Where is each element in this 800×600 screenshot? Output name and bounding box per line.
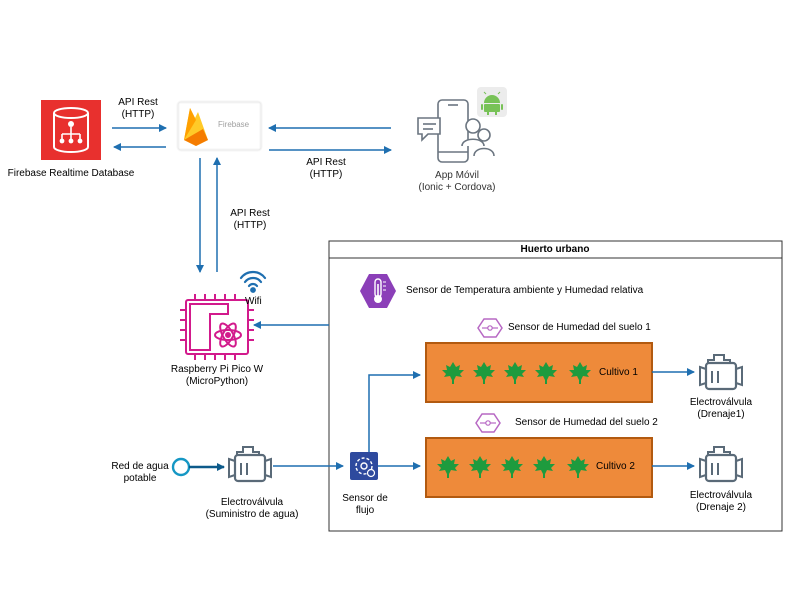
cultivo-2-label: Cultivo 2 — [596, 461, 635, 472]
valve-icon — [698, 445, 744, 483]
edge-label-line: (HTTP) — [309, 169, 343, 180]
edge-flow-cultivos — [368, 371, 421, 470]
edge-firebase-app — [268, 124, 392, 154]
app-label: App Móvil (Ionic + Cordova) — [407, 170, 507, 194]
red-agua-label-line: Red de agua — [111, 461, 169, 472]
valve-drain1-label-line: (Drenaje1) — [697, 409, 745, 420]
valve-supply-label-line: (Suministro de agua) — [205, 509, 299, 520]
app-label-line: App Móvil — [435, 170, 479, 181]
valve-icon — [227, 445, 273, 483]
soil-sensor-1-label: Sensor de Humedad del suelo 1 — [508, 322, 651, 333]
temp-sensor-label: Sensor de Temperatura ambiente y Humedad… — [406, 285, 644, 296]
edge-label-app: API Rest (HTTP) — [296, 157, 356, 181]
firebase-node — [176, 100, 263, 152]
android-icon — [477, 87, 507, 117]
valve-supply-label: Electroválvula (Suministro de agua) — [200, 497, 304, 521]
edge-label-line: (HTTP) — [121, 109, 155, 120]
huerto-container — [328, 240, 783, 532]
pico-label-line: Raspberry Pi Pico W — [170, 364, 264, 375]
mobile-app-icon — [417, 99, 495, 163]
edge-label-db: API Rest (HTTP) — [108, 97, 168, 121]
valve-drain1-label: Electroválvula (Drenaje1) — [678, 397, 764, 421]
app-label-line: (Ionic + Cordova) — [418, 182, 496, 193]
firebase-label: Firebase — [218, 120, 250, 129]
cultivo-1-label: Cultivo 1 — [599, 367, 638, 378]
flow-sensor-label: Sensor de flujo — [332, 493, 398, 517]
soil-sensor-2-label: Sensor de Humedad del suelo 2 — [515, 417, 658, 428]
valve-icon — [698, 353, 744, 391]
edge-label-pico: API Rest (HTTP) — [220, 208, 280, 232]
flow-sensor-label-line: flujo — [355, 505, 375, 516]
firebase-flame-icon — [184, 108, 208, 146]
database-icon — [41, 100, 101, 160]
wifi-label: Wifi — [245, 296, 262, 307]
edge-label-line: (HTTP) — [233, 220, 267, 231]
red-agua-label: Red de agua potable — [100, 461, 180, 485]
soil-sensor-icon — [477, 318, 503, 338]
red-agua-label-line: potable — [123, 473, 157, 484]
edge-label-line: API Rest — [118, 97, 158, 108]
microcontroller-icon — [180, 294, 254, 360]
valve-drain2-label: Electroválvula (Drenaje 2) — [678, 490, 764, 514]
realtime-db-label: Firebase Realtime Database — [7, 168, 135, 179]
flow-sensor-label-line: Sensor de — [342, 493, 388, 504]
edge-firebase-pico — [196, 157, 221, 273]
thermometer-icon — [360, 274, 396, 308]
valve-drain2-label-line: (Drenaje 2) — [695, 502, 747, 513]
soil-sensor-icon — [475, 413, 501, 433]
pico-label: Raspberry Pi Pico W (MicroPython) — [160, 364, 274, 388]
huerto-title: Huerto urbano — [520, 244, 590, 255]
edge-label-line: API Rest — [230, 208, 270, 219]
flow-sensor-icon — [350, 452, 378, 480]
edge-db-firebase — [112, 124, 167, 151]
edge-label-line: API Rest — [306, 157, 346, 168]
pico-label-line: (MicroPython) — [185, 376, 249, 387]
cultivo-2-bed — [425, 437, 653, 498]
wifi-icon — [239, 270, 267, 293]
valve-drain1-label-line: Electroválvula — [689, 397, 753, 408]
edge-cultivos-drains — [652, 368, 695, 470]
valve-drain2-label-line: Electroválvula — [689, 490, 753, 501]
valve-supply-label-line: Electroválvula — [220, 497, 284, 508]
